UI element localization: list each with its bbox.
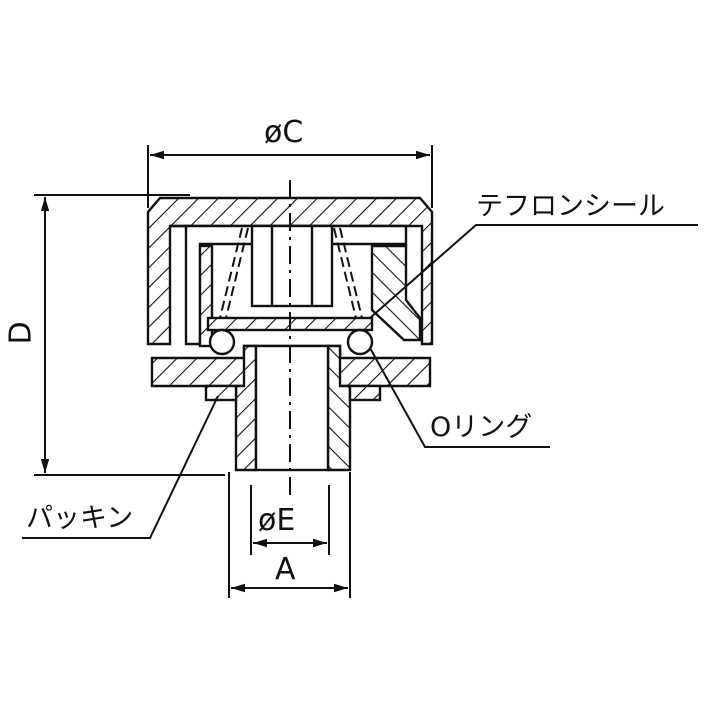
callout-teflon-seal: テフロンシール [476,191,665,222]
dimension-label-e: øE [258,503,296,538]
leader-lines [22,224,698,539]
dimension-label-a: A [275,552,296,587]
dimension-label-d: D [3,321,39,345]
callout-o-ring: Oリング [430,412,533,443]
callout-packing: パッキン [26,503,134,534]
dimension-lines [34,145,433,598]
dimension-label-c: øC [264,115,304,150]
part-geometry [146,196,434,472]
spring-lines [219,227,363,319]
